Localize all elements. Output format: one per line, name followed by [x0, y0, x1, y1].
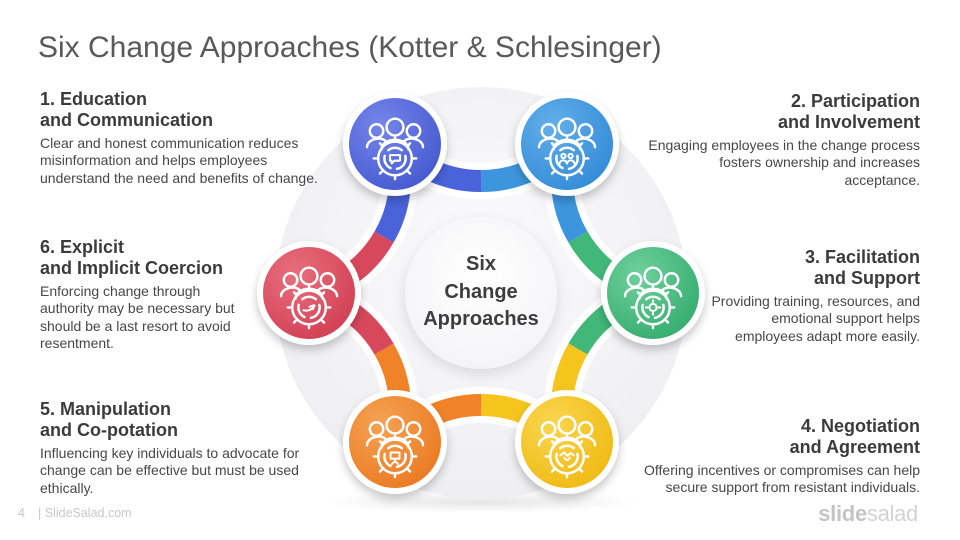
communication-team-gear-icon — [365, 117, 425, 181]
participation-team-gear-icon — [537, 117, 597, 181]
center-label: Six Change Approaches — [423, 253, 539, 330]
manipulation-team-gear-icon — [365, 415, 425, 479]
approach-block-manipulation-co-potation: 5. Manipulation and Co-potation Influenc… — [40, 399, 350, 497]
slide-title: Six Change Approaches (Kotter & Schlesin… — [38, 31, 662, 64]
coercion-team-gear-icon — [279, 266, 339, 330]
approach-body: Engaging employees in the change process… — [648, 137, 920, 188]
approach-block-negotiation-agreement: 4. Negotiation and Agreement Offering in… — [610, 416, 920, 497]
footer-site-text: | SlideSalad.com — [38, 506, 132, 520]
approach-body: Clear and honest communication reduces m… — [40, 135, 318, 186]
logo-bold-part: slide — [818, 501, 867, 526]
diagram-ground-shadow — [321, 491, 641, 513]
approach-block-education-communication: 1. Education and Communication Clear and… — [40, 89, 350, 187]
approach-block-facilitation-support: 3. Facilitation and Support Providing tr… — [610, 247, 920, 345]
node-disc-participation — [521, 98, 613, 190]
approach-block-explicit-implicit-coercion: 6. Explicit and Implicit Coercion Enforc… — [40, 237, 350, 353]
approach-block-participation-involvement: 2. Participation and Involvement Engagin… — [610, 91, 920, 189]
approach-heading: 4. Negotiation and Agreement — [789, 416, 920, 457]
logo-light-part: salad — [866, 501, 918, 526]
node-disc-negotiation — [521, 396, 613, 488]
node-negotiation — [515, 390, 619, 494]
page-number: 4 — [18, 506, 25, 520]
node-facilitation — [601, 241, 705, 345]
node-education — [343, 92, 447, 196]
center-disc — [405, 217, 557, 369]
node-participation — [515, 92, 619, 196]
node-manipulation — [343, 390, 447, 494]
approach-heading: 1. Education and Communication — [40, 89, 214, 130]
approach-body: Influencing key individuals to advocate … — [40, 445, 300, 496]
slidesalad-logo: slidesalad — [818, 501, 918, 527]
node-disc-facilitation — [607, 247, 699, 339]
negotiation-team-gear-icon — [537, 415, 597, 479]
approach-body: Offering incentives or compromises can h… — [644, 462, 920, 496]
approach-heading: 5. Manipulation and Co-potation — [40, 399, 178, 440]
node-disc-education — [349, 98, 441, 190]
node-disc-manipulation — [349, 396, 441, 488]
node-disc-coercion — [263, 247, 355, 339]
approach-heading: 3. Facilitation and Support — [804, 247, 920, 288]
node-coercion — [257, 241, 361, 345]
approach-heading: 2. Participation and Involvement — [777, 91, 920, 132]
approach-heading: 6. Explicit and Implicit Coercion — [40, 237, 224, 278]
approach-body: Enforcing change through authority may b… — [40, 283, 235, 352]
approach-body: Providing training, resources, and emoti… — [711, 293, 920, 344]
facilitation-team-gear-icon — [623, 266, 683, 330]
